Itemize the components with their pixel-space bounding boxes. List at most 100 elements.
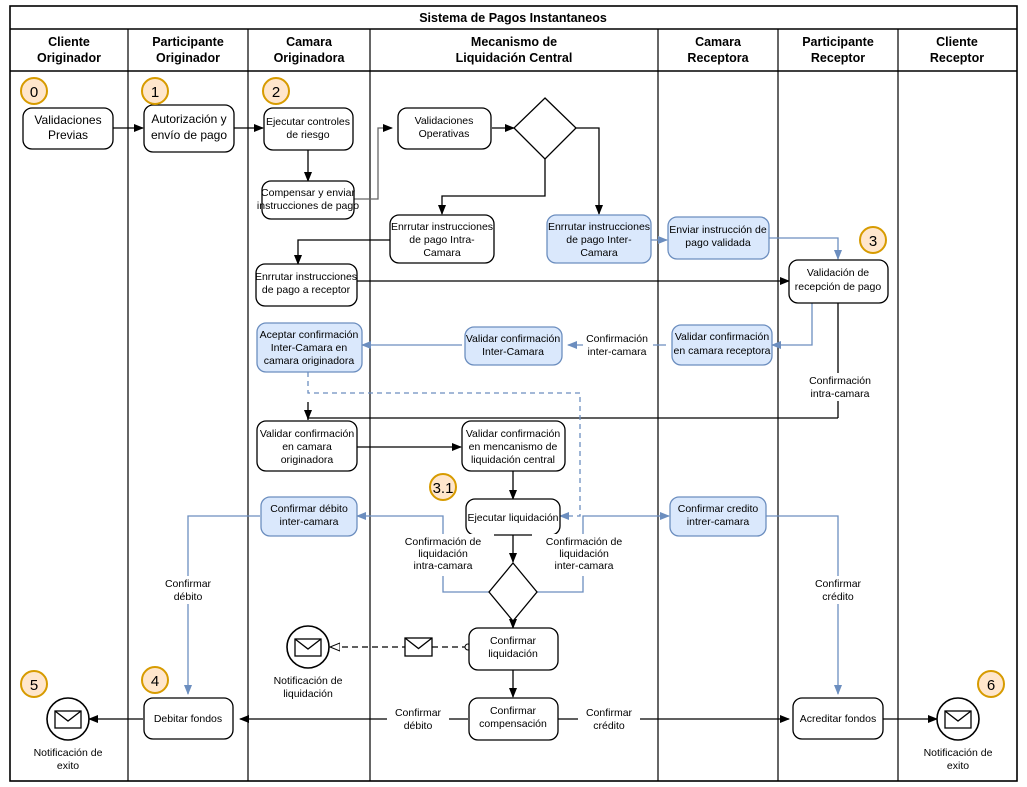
task-label-line: Validar confirmación xyxy=(675,331,770,343)
task-label-line: Camara xyxy=(423,247,461,259)
envelope-icon xyxy=(294,638,322,657)
task-enrrutar-a-receptor[interactable]: Enrrutar instrucciones de pago a recepto… xyxy=(255,263,358,307)
lane-title-line1: Cliente xyxy=(936,35,978,49)
task-aceptar-confirmacion-inter-camara[interactable]: Aceptar confirmación Inter-Camara en cam… xyxy=(256,322,363,373)
edge-label-line: Confirmar xyxy=(165,578,212,590)
edge-label-confirmacion-liquidacion-intra: Confirmación de liquidación intra-camara xyxy=(391,534,494,576)
task-confirmar-compensacion[interactable]: Confirmar compensación xyxy=(468,697,559,741)
badge-label: 2 xyxy=(272,84,280,101)
task-label-line: de riesgo xyxy=(286,129,329,141)
lane-header-cliente-receptor: Cliente Receptor xyxy=(930,35,984,65)
task-enrrutar-intra-camara[interactable]: Enrrutar instrucciones de pago Intra- Ca… xyxy=(389,214,495,264)
envelope-icon xyxy=(54,710,82,729)
task-label-line: Enviar instrucción de xyxy=(669,224,767,236)
event-label-line: Notificación de xyxy=(274,675,343,687)
edge-label-confirmacion-inter-camara: Confirmación inter-camara xyxy=(583,332,653,360)
edge-label-line: crédito xyxy=(593,720,625,732)
task-enrrutar-inter-camara[interactable]: Enrrutar instrucciones de pago Inter- Ca… xyxy=(546,214,652,264)
task-autorizacion-envio-pago[interactable]: Autorización y envío de pago xyxy=(143,104,235,153)
lane-header-participante-receptor: Participante Receptor xyxy=(802,35,874,65)
flow-intra-camara-horizontal xyxy=(307,417,838,420)
task-label-line: intrer-camara xyxy=(687,516,750,528)
edge-label-line: intra-camara xyxy=(414,560,473,572)
task-ejecutar-liquidacion[interactable]: Ejecutar liquidación xyxy=(465,498,561,536)
event-notificacion-exito-originador[interactable]: Notificación de exito xyxy=(34,697,103,772)
edge-label-line: inter-camara xyxy=(588,346,647,358)
lane-header-mecanismo-liquidacion-central: Mecanismo de Liquidación Central xyxy=(456,35,573,65)
event-label-line: Notificación de xyxy=(924,747,993,759)
lane-header-cliente-originador: Cliente Originador xyxy=(37,35,101,65)
event-notificacion-liquidacion[interactable]: Notificación de liquidación xyxy=(274,625,343,700)
lane-title-line1: Participante xyxy=(152,35,224,49)
task-label-line: Compensar y enviar xyxy=(261,187,355,199)
task-label-line: envío de pago xyxy=(151,128,227,142)
task-label-line: Operativas xyxy=(419,128,470,140)
task-enviar-instruccion-validada[interactable]: Enviar instrucción de pago validada xyxy=(667,216,770,260)
task-confirmar-liquidacion[interactable]: Confirmar liquidación xyxy=(468,627,559,671)
task-label-line: camara originadora xyxy=(264,355,355,367)
badge-step-2: 2 xyxy=(262,77,290,105)
lane-header-camara-receptora: Camara Receptora xyxy=(687,35,749,65)
lane-header-participante-originador: Participante Originador xyxy=(152,35,224,65)
task-label-line: liquidación xyxy=(488,648,538,660)
edge-label-line: liquidación xyxy=(418,548,468,560)
edge-label-line: Confirmar xyxy=(815,578,862,590)
task-acreditar-fondos[interactable]: Acreditar fondos xyxy=(792,697,884,740)
task-label-line: Validaciones xyxy=(415,115,474,127)
flow-validacion-to-validar-camara-receptora xyxy=(771,303,813,349)
lane-title-line2: Receptora xyxy=(687,51,749,65)
gateway-enrutamiento[interactable] xyxy=(513,97,577,160)
task-label-line: Confirmar débito xyxy=(270,503,348,515)
badge-step-4: 4 xyxy=(141,666,169,694)
badge-label: 1 xyxy=(151,84,159,101)
task-validaciones-operativas[interactable]: Validaciones Operativas xyxy=(397,107,492,150)
flow-confirmar-debito-to-debitar-fondos xyxy=(184,515,260,695)
task-validaciones-previas[interactable]: Validaciones Previas xyxy=(22,107,114,150)
edge-label-line: crédito xyxy=(822,591,854,603)
badge-step-3-1: 3.1 xyxy=(429,473,457,501)
task-compensar-enviar-instrucciones[interactable]: Compensar y enviar instrucciones de pago xyxy=(257,180,359,220)
task-validar-confirmacion-camara-receptora[interactable]: Validar confirmación en camara receptora xyxy=(671,324,773,366)
flow-intra-to-receptor xyxy=(294,239,390,265)
task-label-line: Inter-Camara en xyxy=(271,342,348,354)
task-label-line: Inter-Camara xyxy=(482,346,544,358)
task-label-line: instrucciones de pago xyxy=(257,200,359,212)
event-label-line: Notificación de xyxy=(34,747,103,759)
edge-label-confirmar-credito-horizontal: Confirmar crédito xyxy=(578,706,640,734)
task-label-line: Enrrutar instrucciones xyxy=(548,221,650,233)
edge-label-line: liquidación xyxy=(559,548,609,560)
task-label-line: de pago Inter- xyxy=(566,234,632,246)
event-label-line: liquidación xyxy=(283,688,333,700)
lane-title-line2: Receptor xyxy=(930,51,984,65)
edge-label-line: Confirmar xyxy=(586,707,633,719)
edge-label-line: intra-camara xyxy=(811,388,870,400)
badge-label: 3.1 xyxy=(433,480,454,497)
lane-title-line2: Originadora xyxy=(274,51,346,65)
lane-title-line2: Originador xyxy=(37,51,101,65)
task-label-line: Validar confirmación xyxy=(466,333,561,345)
task-label-line: en camara receptora xyxy=(674,345,771,357)
task-confirmar-credito-inter-camara[interactable]: Confirmar credito intrer-camara xyxy=(669,496,767,537)
task-debitar-fondos[interactable]: Debitar fondos xyxy=(143,697,234,740)
lane-title-line1: Participante xyxy=(802,35,874,49)
task-label-line: en camara xyxy=(282,441,332,453)
task-label-line: de pago a receptor xyxy=(262,284,351,296)
task-validar-confirmacion-mecanismo[interactable]: Validar confirmación en mencanismo de li… xyxy=(461,420,566,472)
task-confirmar-debito-inter-camara[interactable]: Confirmar débito inter-camara xyxy=(260,496,358,537)
badge-label: 5 xyxy=(30,677,38,694)
task-validacion-recepcion-pago[interactable]: Validación de recepción de pago xyxy=(788,259,889,304)
edge-label-confirmacion-liquidacion-inter: Confirmación de liquidación inter-camara xyxy=(532,534,635,576)
task-label-line: pago validada xyxy=(685,237,751,249)
task-label-line: en mencanismo de xyxy=(469,441,558,453)
task-label-line: Previas xyxy=(48,128,88,142)
lane-title-line1: Camara xyxy=(695,35,742,49)
task-ejecutar-controles-riesgo[interactable]: Ejecutar controles de riesgo xyxy=(263,107,354,151)
task-label-line: Camara xyxy=(580,247,618,259)
event-notificacion-exito-receptor[interactable]: Notificación de exito xyxy=(924,697,993,772)
task-label-line: compensación xyxy=(479,718,547,730)
event-label-line: exito xyxy=(947,760,969,772)
gateway-liquidacion[interactable] xyxy=(488,561,538,623)
task-validar-confirmacion-camara-originadora[interactable]: Validar confirmación en camara originado… xyxy=(256,420,358,472)
task-validar-confirmacion-inter-camara[interactable]: Validar confirmación Inter-Camara xyxy=(464,326,563,366)
task-label-line: Validar confirmación xyxy=(466,428,561,440)
